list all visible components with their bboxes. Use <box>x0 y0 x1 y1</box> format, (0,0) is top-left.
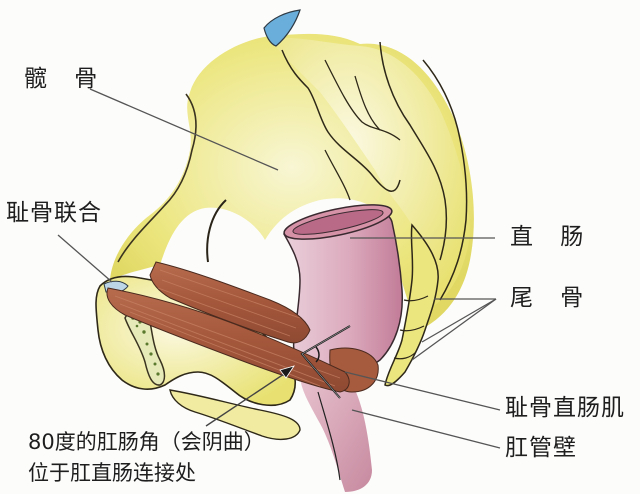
label-anorectal-junction: 位于肛直肠连接处 <box>28 461 196 485</box>
leader-lines <box>57 88 501 449</box>
label-ilium: 髋 骨 <box>24 66 108 92</box>
angle-arrow <box>205 365 295 427</box>
leader-ilium <box>89 88 279 171</box>
leader-pubic-symphysis <box>57 234 113 283</box>
label-anal-canal-wall: 肛管壁 <box>505 435 577 461</box>
label-anorectal-angle: 80度的肛肠角（会阴曲） <box>28 430 265 454</box>
label-pubic-symphysis: 耻骨联合 <box>6 200 102 226</box>
leader-coccyx-b <box>421 298 497 343</box>
anal-canal <box>300 373 372 492</box>
puborectalis-muscle <box>106 261 350 393</box>
leader-coccyx-c <box>411 298 497 361</box>
label-puborectalis: 耻骨直肠肌 <box>505 395 625 421</box>
coccyx-bone <box>384 223 439 387</box>
leader-anal-canal-wall <box>351 409 501 449</box>
label-coccyx: 尾 骨 <box>510 285 594 311</box>
label-rectum: 直 肠 <box>510 224 594 250</box>
sacral-cartilage <box>263 9 301 47</box>
leader-puborectalis <box>344 371 501 411</box>
anorectal-angle-marker <box>300 325 351 399</box>
